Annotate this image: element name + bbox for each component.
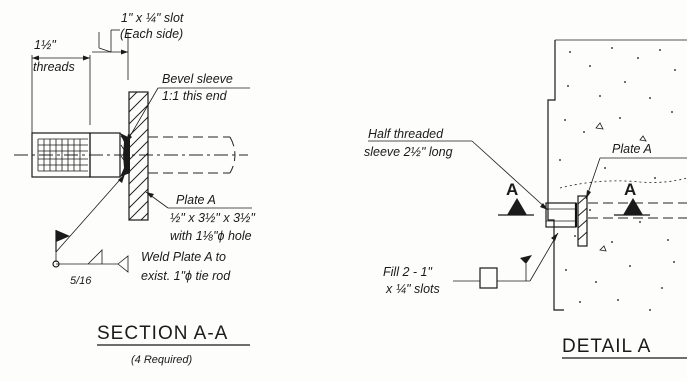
section-mark-left-letter: A [506, 180, 518, 199]
detail-a: Half threaded sleeve 2½" long Plate A A … [364, 39, 687, 359]
section-mark-right-letter: A [624, 180, 636, 199]
bevel-label-line2: 1:1 this end [162, 89, 228, 103]
sleeve-label-line2: sleeve 2½" long [364, 145, 453, 159]
concrete-edge [547, 40, 564, 311]
sleeve-label-line1: Half threaded [368, 127, 444, 141]
field-weld-flag-icon [520, 255, 532, 264]
plate-a-label: Plate A [612, 142, 652, 156]
section-a-a: 1½" threads 1" x ¼" slot (Each side) Bev… [14, 11, 255, 366]
weld-size-label: 5/16 [70, 275, 92, 287]
section-subtitle: (4 Required) [131, 354, 192, 366]
section-arrow-icon [623, 198, 643, 215]
section-title: SECTION A-A [97, 323, 228, 344]
threads-dim-value: 1½" [34, 38, 56, 52]
existing-tie-rod [148, 136, 236, 174]
detail-title: DETAIL A [562, 336, 651, 357]
weld-note-line2: exist. 1"ϕ tie rod [141, 269, 231, 283]
plate-a-title: Plate A [176, 193, 216, 207]
fill-label-line1: Fill 2 - 1" [383, 265, 432, 279]
plate-a-section [128, 91, 149, 221]
threads-dim-label: threads [33, 60, 75, 74]
slot-dimension [92, 29, 129, 80]
detail-sleeve [545, 202, 578, 228]
fill-label-line2: x ¼" slots [385, 282, 440, 296]
fill-slots-leader [453, 232, 559, 289]
weld-note-line1: Weld Plate A to [141, 250, 226, 264]
plate-a-hole: with 1⅛"ϕ hole [170, 229, 252, 243]
chamber-boundary [559, 177, 687, 189]
concrete-stipple [559, 47, 676, 311]
bevel-weld [120, 133, 130, 177]
slot-label-line2: (Each side) [120, 27, 183, 41]
plate-leader [585, 157, 687, 200]
slot-label-line1: 1" x ¼" slot [121, 11, 184, 25]
plate-a-dims: ½" x 3½" x 3½" [170, 211, 255, 225]
section-arrow-icon [507, 198, 527, 215]
bevel-label-line1: Bevel sleeve [162, 72, 233, 86]
weld-symbol [52, 173, 129, 273]
plate-a-leader [145, 191, 252, 209]
threaded-rod [31, 132, 121, 178]
sleeve-leader [368, 140, 549, 211]
section-marker-right [614, 198, 650, 216]
field-weld-flag-icon [56, 230, 70, 242]
section-marker-left [498, 198, 534, 216]
detail-plate-a [577, 195, 588, 247]
